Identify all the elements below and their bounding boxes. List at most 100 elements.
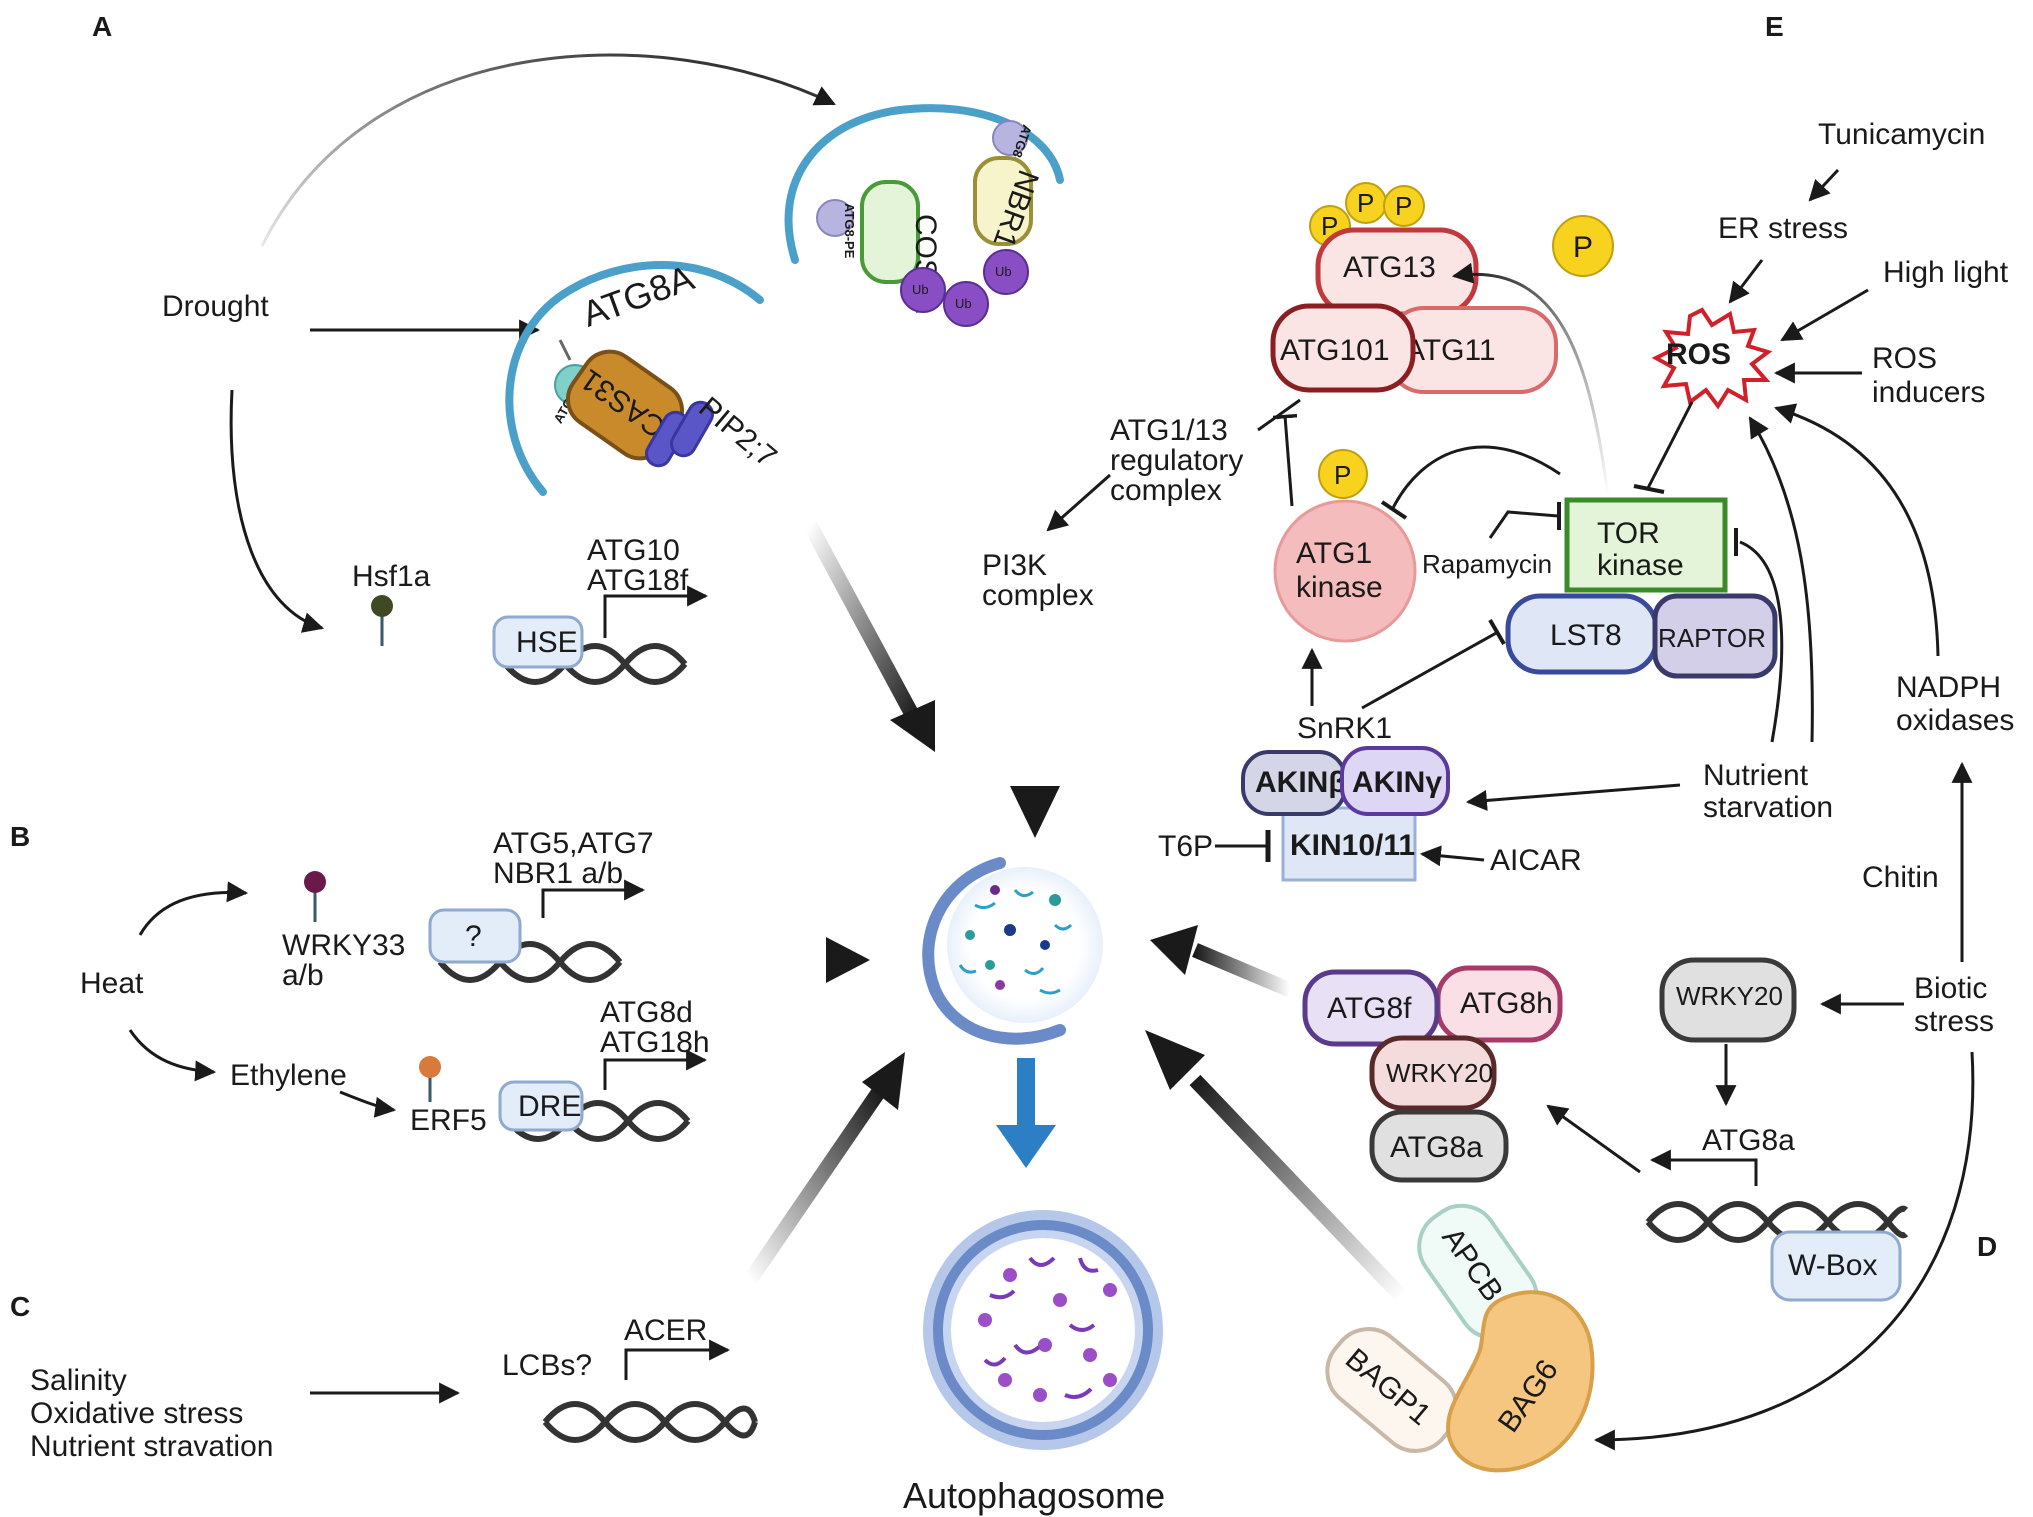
panel-a: Drought Hsf1a HSE ATG10 ATG18f ATG8A ATG… xyxy=(162,53,1064,752)
atg113-to-pi3k-arrow xyxy=(1046,473,1111,532)
aicar-label: AICAR xyxy=(1490,844,1582,877)
biotic-to-bag6-arrow xyxy=(1593,1051,1975,1451)
ub-label-1: Ub xyxy=(912,282,929,297)
nadph-to-ros-arrow xyxy=(1773,403,1940,657)
wrky33-ab-label: a/b xyxy=(282,959,324,992)
phospho-free-label: P xyxy=(1573,231,1593,264)
wrky20-protein-complex xyxy=(1369,1035,1497,1111)
atg8-complex-to-autophagy-arrow xyxy=(1192,943,1293,997)
phospho-label-3: P xyxy=(1395,191,1412,221)
tor-inhibits-atg1 xyxy=(1391,445,1561,509)
acer-promoter-arrow xyxy=(624,1339,731,1380)
dre-box xyxy=(498,1080,584,1132)
panel-b: Heat WRKY33 a/b ? ATG5,ATG7 NBR1 a/b Eth… xyxy=(80,827,870,1142)
tor-kinase xyxy=(1564,497,1728,593)
lcbs-label: LCBs? xyxy=(502,1349,592,1382)
atg8a-gene-label: ATG8a xyxy=(1702,1124,1795,1157)
wrky33-icon xyxy=(304,871,326,893)
oxidative-label: Oxidative stress xyxy=(30,1397,243,1430)
atg8h-label: ATG8h xyxy=(1460,987,1553,1020)
ethylene-to-erf5-arrow xyxy=(339,1090,397,1118)
nutrient-starvation-label-1: Nutrient xyxy=(1703,759,1809,792)
bagp1-protein xyxy=(1325,1327,1459,1453)
panel-c-to-autophagy-arrow xyxy=(743,1085,887,1285)
ros-inducers-label-2: inducers xyxy=(1872,376,1985,409)
phospho-atg13-3 xyxy=(1383,185,1425,227)
ros-label: ROS xyxy=(1666,338,1731,371)
autophagosome-label: Autophagosome xyxy=(903,1475,1165,1516)
atg11-label: ATG11 xyxy=(1405,334,1496,367)
atg13-label: ATG13 xyxy=(1343,251,1436,284)
atg8d-promoter-arrow xyxy=(603,1049,708,1090)
hsf1a-label: Hsf1a xyxy=(352,560,431,593)
nadph-label-2: oxidases xyxy=(1896,704,2014,737)
aking-label: AKINγ xyxy=(1352,766,1442,799)
kin1011-label: KIN10/11 xyxy=(1290,829,1415,862)
atg8a-protein-complex xyxy=(1369,1109,1509,1183)
phagophore-membrane-cas31 xyxy=(505,261,764,496)
aking-protein xyxy=(1340,746,1450,816)
aicar-to-kin10-arrow xyxy=(1419,845,1485,867)
er-to-ros-arrow xyxy=(1728,259,1764,304)
atg8pe-label-cost1: ATG8-PE xyxy=(842,203,857,259)
hse-box xyxy=(492,615,584,669)
hse-label: HSE xyxy=(516,626,578,659)
raptor-protein xyxy=(1652,593,1778,679)
panel-label-a: A xyxy=(92,11,112,42)
ethylene-label: Ethylene xyxy=(230,1059,347,1092)
nbr1ab-label: NBR1 a/b xyxy=(493,857,623,890)
ros-burst-icon xyxy=(1651,307,1773,410)
tor-to-atg13-arrow xyxy=(1451,262,1610,497)
nadph-label-1: NADPH xyxy=(1896,671,2001,704)
phospho-atg1-label: P xyxy=(1334,460,1351,490)
salinity-label: Salinity xyxy=(30,1364,127,1397)
highlight-to-ros-arrow xyxy=(1780,288,1869,342)
drought-to-hsf1a-arrow xyxy=(229,389,325,633)
pip27-channel-right xyxy=(670,400,714,458)
nutrient-to-ros-arrow xyxy=(1748,416,1814,743)
nutrient-starvation-label-2: starvation xyxy=(1703,791,1833,824)
maturation-arrow-head xyxy=(996,1125,1056,1168)
nutrient-to-snrk1-arrow xyxy=(1465,783,1681,811)
cost1-protein xyxy=(860,180,920,284)
atg18f-label: ATG18f xyxy=(587,564,689,597)
atg1-label-2: kinase xyxy=(1296,571,1383,604)
atg10-label: ATG10 xyxy=(587,534,680,567)
phospho-label-2: P xyxy=(1357,188,1374,218)
atg8pe-bubble-cost1 xyxy=(816,199,854,237)
high-light-label: High light xyxy=(1883,256,2009,289)
dna-helix-c xyxy=(542,1401,758,1443)
drought-to-nbr1-arrow xyxy=(260,53,836,247)
unknown-element-label: ? xyxy=(465,920,482,953)
ros-inhibits-tor xyxy=(1646,401,1694,489)
atg5atg7-label: ATG5,ATG7 xyxy=(493,827,654,860)
phagophore-membrane-center xyxy=(922,857,1066,1045)
phagophore-vesicle xyxy=(947,867,1103,1023)
tunicamycin-label: Tunicamycin xyxy=(1818,118,1985,151)
nbr1-protein xyxy=(973,156,1033,246)
nutrient-inhibits-tor xyxy=(1739,540,1784,743)
drought-label: Drought xyxy=(162,290,269,323)
atg8a-promoter-arrow xyxy=(1649,1149,1758,1186)
heat-label: Heat xyxy=(80,967,144,1000)
panel-e: P P P P ATG13 ATG11 ATG101 P ATG1 kinase… xyxy=(1158,118,2014,882)
tor-label-2: kinase xyxy=(1597,549,1684,582)
atg8f-label: ATG8f xyxy=(1327,992,1412,1025)
acer-label: ACER xyxy=(624,1314,707,1347)
panel-label-b: B xyxy=(10,821,30,852)
panel-label-d: D xyxy=(1977,1231,1997,1262)
atg1-link-line xyxy=(1272,413,1298,507)
unknown-element-box xyxy=(428,908,522,964)
pi3k-label-2: complex xyxy=(982,579,1094,612)
panel-label-c: C xyxy=(10,1291,30,1322)
t6p-label: T6P xyxy=(1158,830,1213,863)
er-stress-label: ER stress xyxy=(1718,212,1848,245)
chitin-label: Chitin xyxy=(1862,861,1939,894)
atg101-protein xyxy=(1270,303,1416,393)
panel-d: Chitin Biotic stress WRKY20 ATG8a W-Box … xyxy=(1145,761,1994,1473)
akinb-label: AKINβ xyxy=(1255,766,1347,799)
atg1-inhibit-bar xyxy=(1257,398,1301,432)
atg113-label-1: ATG1/13 xyxy=(1110,414,1228,447)
